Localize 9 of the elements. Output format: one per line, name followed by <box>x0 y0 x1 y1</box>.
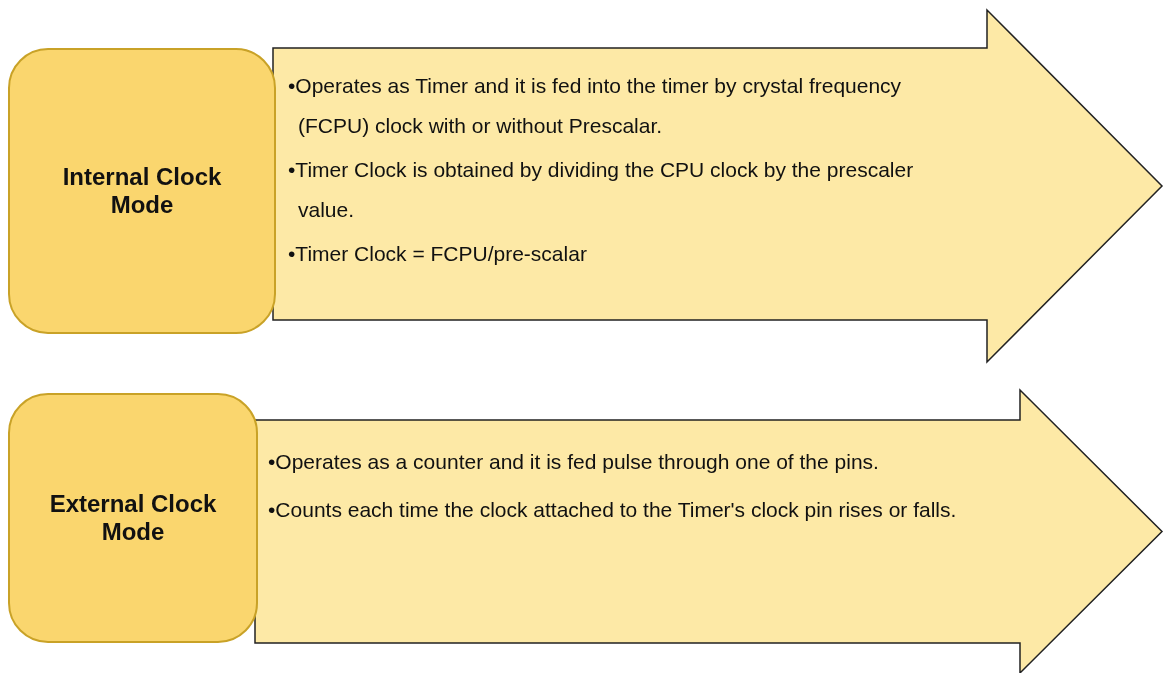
bullet-text: •Operates as a counter and it is fed pulse through one of the pins. <box>268 449 880 475</box>
rounded-box <box>8 48 276 334</box>
bullet-text: •Operates as Timer and it is fed into the timer by crystal frequency (FCPU) clock with or without Prescalar. <box>288 73 903 139</box>
rounded-box <box>8 393 258 643</box>
mode-heading: Internal Clock Mode <box>61 163 223 219</box>
bullet-text: •Counts each time the clock attached to the Timer's clock pin rises or falls. <box>268 497 958 523</box>
bullet-text: •Timer Clock = FCPU/pre-scalar <box>288 241 588 267</box>
bullet-text: •Timer Clock is obtained by dividing the CPU clock by the prescaler value. <box>288 157 915 223</box>
mode-heading: External Clock Mode <box>48 490 218 546</box>
